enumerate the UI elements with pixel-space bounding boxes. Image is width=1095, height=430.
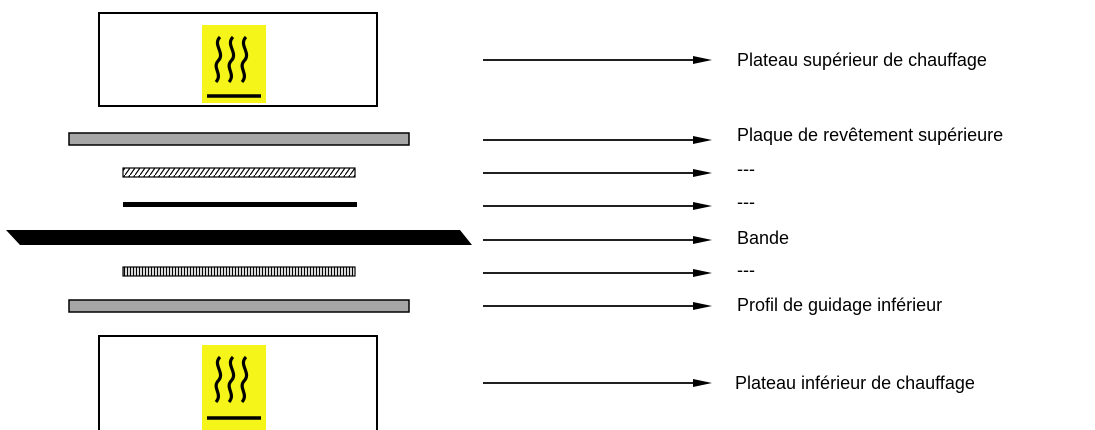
bottom-guide-profile bbox=[68, 299, 410, 313]
hatched-layer bbox=[122, 167, 356, 178]
arrow-layer-2 bbox=[483, 202, 712, 210]
hot-surface-icon bbox=[202, 25, 266, 103]
bottom-heating-plate bbox=[98, 335, 378, 430]
arrow-bottom-guide-profile bbox=[483, 302, 712, 310]
label-top-heating-plate: Plateau supérieur de chauffage bbox=[737, 50, 987, 70]
label-belt: Bande bbox=[737, 228, 789, 248]
label-top-cover-plate: Plaque de revêtement supérieure bbox=[737, 125, 1003, 145]
arrow-belt bbox=[483, 236, 712, 244]
label-layer-1: --- bbox=[737, 159, 755, 179]
label-bottom-heating-plate: Plateau inférieur de chauffage bbox=[735, 373, 975, 393]
arrow-layer-1 bbox=[483, 169, 712, 177]
arrow-layer-3 bbox=[483, 269, 712, 277]
label-layer-2: --- bbox=[737, 192, 755, 212]
hot-surface-icon bbox=[202, 345, 266, 430]
label-layer-3: --- bbox=[737, 260, 755, 280]
arrow-top-cover-plate bbox=[483, 136, 712, 144]
arrow-top-heating-plate bbox=[483, 56, 712, 64]
striped-layer bbox=[122, 266, 356, 277]
arrow-bottom-heating-plate bbox=[483, 379, 712, 387]
belt bbox=[6, 230, 472, 245]
thin-layer bbox=[123, 202, 357, 207]
label-bottom-guide-profile: Profil de guidage inférieur bbox=[737, 295, 942, 315]
top-cover-plate bbox=[68, 132, 410, 146]
top-heating-plate bbox=[98, 12, 378, 107]
